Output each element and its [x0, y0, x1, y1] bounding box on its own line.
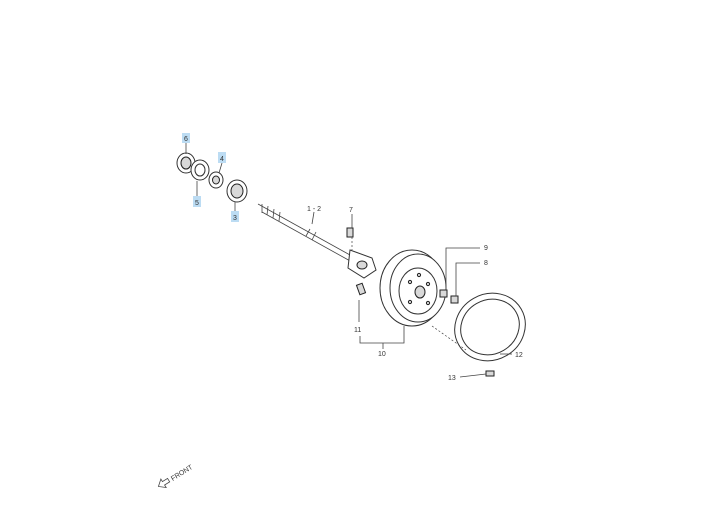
callout-1-2: 1 - 2	[307, 206, 321, 213]
callout-11: 11	[354, 327, 361, 334]
callout-4: 4	[218, 152, 226, 163]
ring-part-12[interactable]	[442, 280, 537, 373]
stud-bolt-part-7[interactable]	[346, 227, 354, 238]
callout-7: 7	[349, 207, 353, 214]
nut-part-9[interactable]	[439, 289, 448, 298]
callout-9: 9	[484, 245, 488, 252]
leader-lines	[185, 143, 512, 378]
oil-seal-part-6[interactable]	[176, 152, 196, 174]
nut-part-8[interactable]	[450, 295, 459, 304]
callout-6-text: 6	[184, 136, 188, 143]
callout-3: 3	[231, 211, 239, 222]
callout-6: 6	[182, 133, 190, 143]
axle-shaft-part-1-2[interactable]	[257, 203, 377, 279]
callout-5-text: 5	[195, 200, 199, 207]
front-label: FRONT	[170, 464, 195, 483]
callout-10: 10	[378, 351, 386, 358]
bearing-part-3[interactable]	[226, 179, 248, 203]
brake-drum-part-10[interactable]	[379, 249, 447, 327]
collar-part-4[interactable]	[208, 171, 224, 189]
bearing-part-5[interactable]	[190, 159, 210, 181]
stud-bolt-part-11[interactable]	[355, 282, 367, 296]
front-arrow-icon	[157, 477, 171, 489]
callout-13: 13	[448, 375, 456, 382]
callout-5: 5	[193, 196, 201, 207]
front-direction-indicator: FRONT	[157, 464, 195, 489]
screw-part-13[interactable]	[485, 370, 495, 377]
callout-8: 8	[484, 260, 488, 267]
callout-3-text: 3	[233, 215, 237, 222]
callout-4-text: 4	[220, 156, 224, 163]
callout-12: 12	[515, 352, 523, 359]
